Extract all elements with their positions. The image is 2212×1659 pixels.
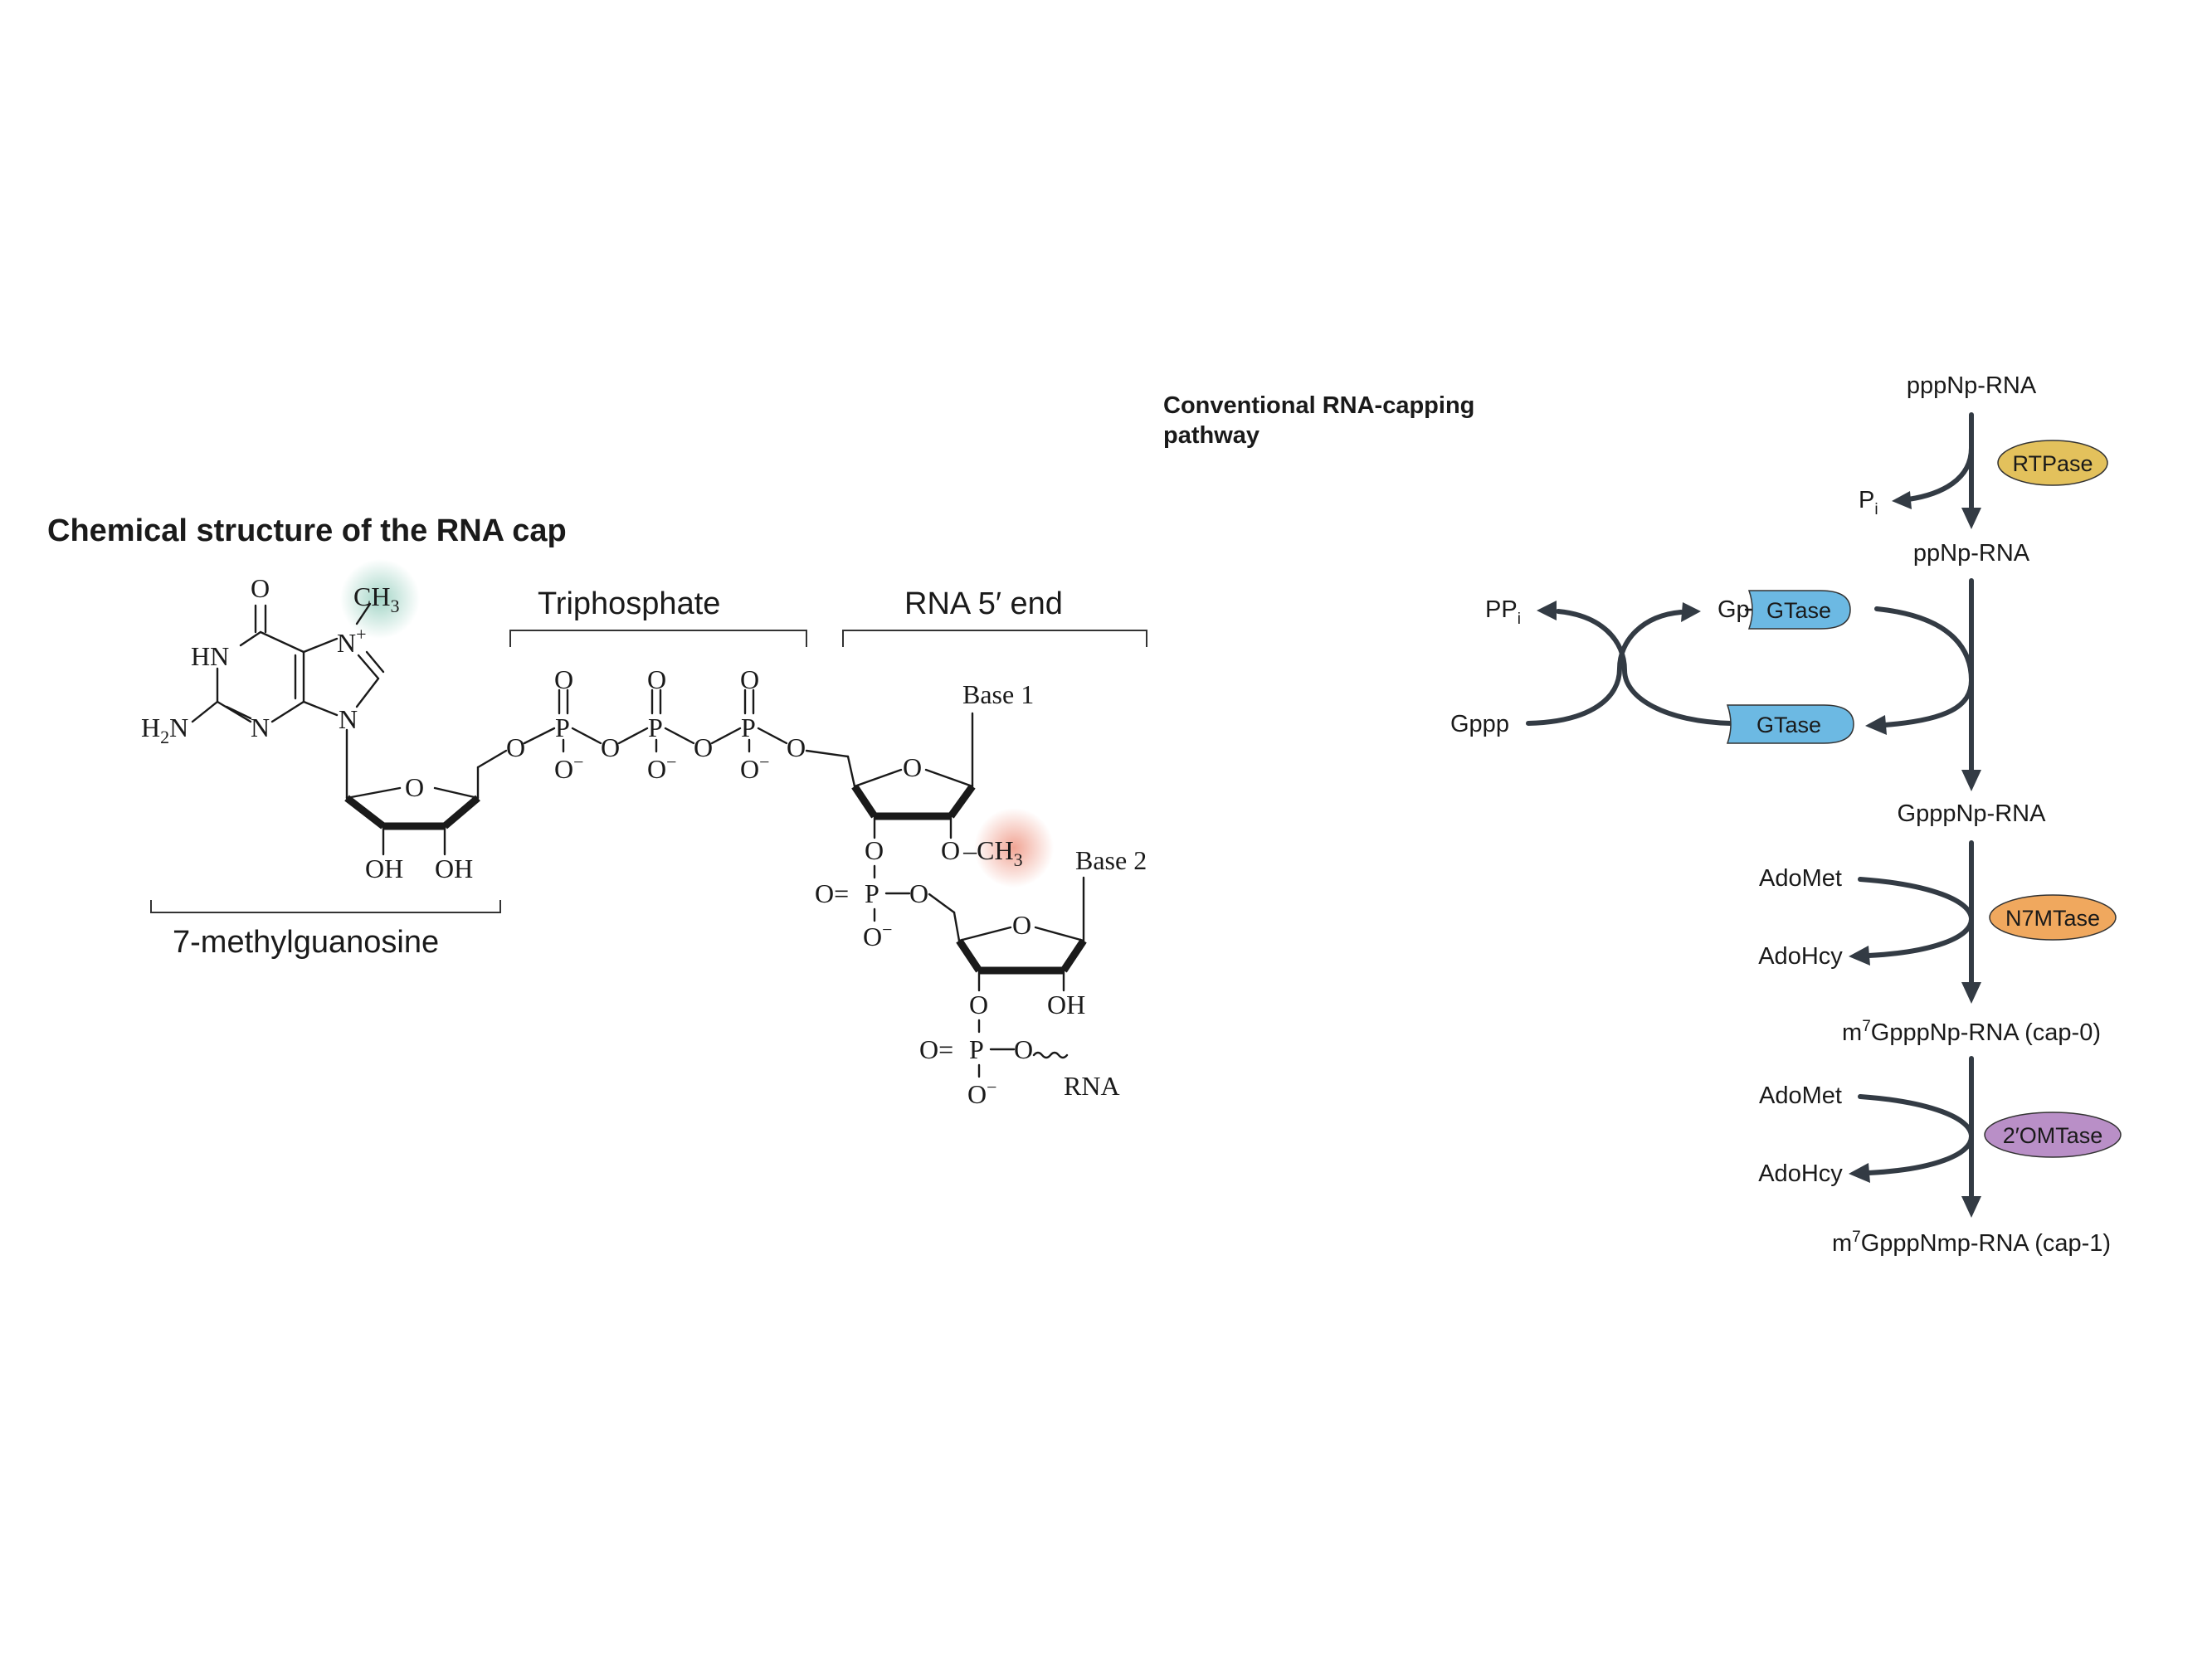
atom-o-5prime: O (506, 732, 525, 762)
gppp-label: Gppp (1450, 711, 1509, 737)
nucleotide-1: O Base 1 O O–CH3 P O= O O− (805, 679, 1034, 951)
enzyme-2omtase: 2′OMTase (1984, 1112, 2122, 1158)
enzyme-n7mtase: N7MTase (1989, 894, 2117, 941)
pi-release-arrow (1906, 445, 1974, 502)
gtase-top-label: GTase (1766, 598, 1831, 623)
guanine-bonds (191, 602, 385, 800)
atom-h2n: H2N (141, 713, 188, 747)
base-1-label: Base 1 (962, 679, 1034, 709)
gppp-in-arrow (1526, 610, 1683, 726)
enzyme-gtase-top: GTase (1747, 590, 1851, 630)
atom-ch3-n7: CH3 (353, 581, 399, 616)
enzyme-gtase-bottom: GTase (1726, 704, 1854, 744)
o2-methyl-highlight (974, 808, 1054, 888)
wavy-bond (1032, 1051, 1069, 1059)
species-cap1: m7GpppNmp-RNA (cap-1) (1832, 1228, 2111, 1257)
atom-o-link: O (909, 878, 928, 908)
species-ppnp-rna: ppNp-RNA (1913, 540, 2030, 567)
atom-o-ring-1: O (405, 772, 424, 802)
atom-rna: RNA (1064, 1071, 1120, 1101)
atom-o-eq-2: O= (919, 1034, 953, 1064)
gtase-top-shape (1747, 590, 1851, 630)
atom-o-minus-1: O− (554, 752, 584, 784)
atom-n3: N (251, 713, 270, 742)
atom-o-eq-1: O= (815, 878, 849, 908)
ribose-1: O OH OH (344, 749, 508, 883)
adomet-2-label: AdoMet (1759, 1082, 1842, 1109)
methylguanosine-bracket (150, 900, 501, 913)
species-cap0: m7GpppNp-RNA (cap-0) (1842, 1018, 2101, 1046)
atom-o-3prime-2: O (969, 990, 988, 1019)
atom-o-5prime-rna: O (787, 732, 806, 762)
adomet-2-arrow (1858, 1094, 1975, 1175)
species-pppnp-rna: pppNp-RNA (1907, 372, 2037, 399)
atom-o-carbonyl: O (251, 573, 270, 603)
atom-o-minus-2: O− (647, 752, 677, 784)
atom-oh-3: OH (435, 854, 473, 883)
atom-o-3prime-1: O (865, 835, 884, 865)
rtpase-label: RTPase (2012, 451, 2093, 476)
atom-oh-2prime-2: OH (1047, 990, 1085, 1019)
gp-prefix-label: Gp (1717, 596, 1750, 623)
triphosphate-bracket (509, 630, 807, 647)
atom-o-2prime-methyl: O–CH3 (941, 835, 1023, 870)
guanine-atoms: O HN N H2N N+ CH3 N (141, 573, 399, 747)
base-2-label: Base 2 (1075, 845, 1147, 875)
atom-p-beta: P (648, 713, 663, 742)
gtase-bottom-shape (1726, 704, 1854, 744)
rtpase-ellipse (1997, 440, 2108, 486)
atom-o-bridge-2: O (694, 732, 713, 762)
species-gpppnp-rna: GpppNp-RNA (1898, 800, 2047, 827)
adomet-1-arrow (1858, 877, 1975, 958)
triphosphate: O P O P O P O O O O O− O− O− (506, 664, 806, 784)
2omtase-ellipse (1984, 1112, 2122, 1158)
atom-p-link-2: P (969, 1034, 984, 1064)
nucleotide-2: O Base 2 O OH P O= O O− RNA (919, 845, 1147, 1109)
atom-p-link: P (865, 878, 879, 908)
atom-o-top-3: O (740, 664, 759, 694)
pathway-title-line1: Conventional RNA-capping (1163, 392, 1474, 419)
adomet-1-label: AdoMet (1759, 865, 1842, 892)
gtase-bottom-label: GTase (1756, 713, 1821, 737)
atom-n7: N+ (337, 624, 367, 658)
n7mtase-ellipse (1989, 894, 2117, 941)
atom-o-ring-2: O (903, 752, 922, 782)
atom-o-minus-4: O− (863, 919, 893, 951)
atom-o-top-2: O (647, 664, 666, 694)
atom-o-link-2: O (1014, 1034, 1033, 1064)
atom-p-gamma: P (555, 713, 570, 742)
adohcy-1-label: AdoHcy (1758, 943, 1843, 970)
n7mtase-label: N7MTase (2005, 906, 2100, 931)
atom-p-alpha: P (741, 713, 756, 742)
2omtase-label: 2′OMTase (2003, 1123, 2103, 1148)
rna-5-end-label: RNA 5′ end (904, 586, 1063, 621)
atom-o-minus-3: O− (740, 752, 770, 784)
adohcy-2-label: AdoHcy (1758, 1160, 1843, 1187)
gtase-transfer-arrow (1874, 606, 1975, 727)
triphosphate-label: Triphosphate (538, 586, 720, 621)
methylguanosine-label: 7-methylguanosine (173, 925, 439, 960)
rna-5-end-bracket (842, 630, 1147, 647)
atom-hn: HN (191, 641, 229, 671)
atom-o-ring-3: O (1012, 910, 1031, 940)
atom-oh-2: OH (365, 854, 403, 883)
ppi-out-arrow (1556, 609, 1733, 726)
enzyme-rtpase: RTPase (1997, 440, 2108, 486)
pi-label: Pi (1859, 487, 1878, 518)
ppi-label: PPi (1485, 596, 1521, 628)
atom-o-top-1: O (554, 664, 573, 694)
pathway-title-line2: pathway (1163, 422, 1259, 449)
atom-n9: N (339, 704, 358, 734)
atom-o-bridge-1: O (601, 732, 620, 762)
atom-o-minus-5: O− (967, 1077, 997, 1109)
structure-title: Chemical structure of the RNA cap (47, 513, 567, 548)
